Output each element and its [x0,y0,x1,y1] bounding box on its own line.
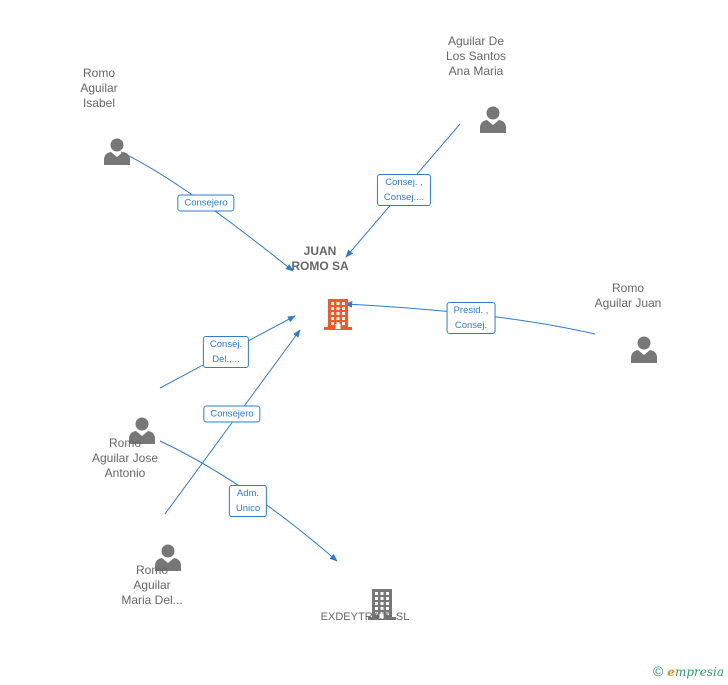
person-name-line: Aguilar Juan [594,296,662,310]
person-name-line: Romo [135,563,169,577]
person-name-line: Romo [108,436,142,450]
person-name-line: Aguilar De [447,34,505,48]
edge-label-text: Presid. , [453,305,489,316]
edge-label-text: Consej.... [383,192,425,203]
edge-label-ana-center[interactable]: Consej. , Consej.... [376,174,432,206]
edge-label-jose-company2[interactable]: Adm. Unico [228,485,268,517]
person-name-line: Romo [611,281,644,295]
edge-label-text: Consejero [210,408,254,420]
edge-label-maria-center[interactable]: Consejero [203,405,261,423]
edge-label-text: Consej. [454,320,488,331]
copyright-symbol: © [652,663,664,679]
person-name-line: Maria Del... [121,593,183,607]
brand-name: mpresia [674,665,724,679]
edge-label-text: Del.,... [212,354,240,365]
person-name-line: Aguilar [133,578,171,592]
edge-label-isabel-center[interactable]: Consejero [177,194,235,212]
edge-label-text: Consej. , [385,177,423,188]
edge-label-text: Adm. [236,488,260,499]
company-name-exdeytraje[interactable]: EXDEYTRAJE SL [320,611,410,623]
edge-line-isabel-center [120,151,294,272]
person-name-line: Romo [82,66,116,80]
center-company-name-line: JUAN [303,244,337,258]
edge-label-text: Consejero [184,197,228,209]
person-name-line: Los Santos [445,49,507,63]
person-name-line: Aguilar [80,81,118,95]
brand-logo: ©empresia [653,663,724,679]
person-name-line: Aguilar Jose [91,451,159,465]
edge-label-text: Consej. [209,339,243,350]
person-name-line: Ana Maria [448,64,504,78]
center-company-name-line: ROMO SA [291,259,349,273]
edge-label-juan-center[interactable]: Presid. , Consej. [446,302,496,334]
edge-label-jose-center[interactable]: Consej. Del.,... [202,336,250,368]
brand-e: e [667,665,675,679]
person-name-line: Isabel [82,96,116,110]
person-name-line: Antonio [104,466,146,480]
edge-label-text: Unico [235,503,261,514]
